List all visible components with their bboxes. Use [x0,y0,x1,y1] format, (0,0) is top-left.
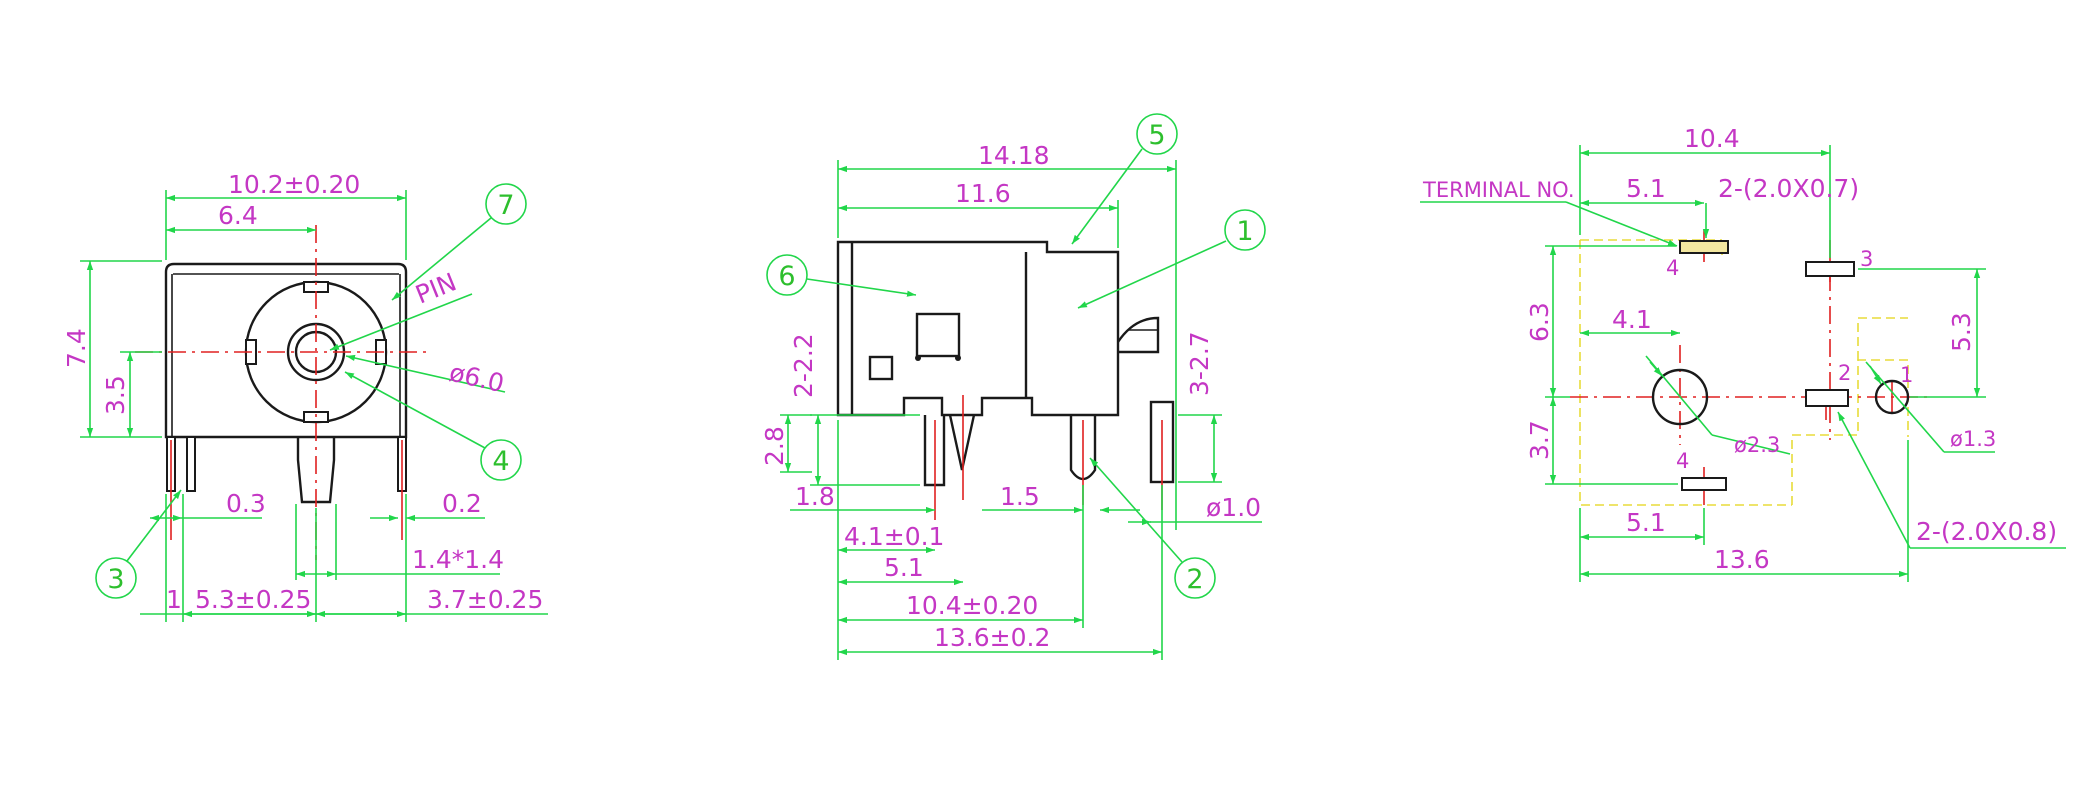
dim-overall-width: 10.2±0.20 [228,170,360,199]
side-housing [836,240,1120,417]
dim-pin-pos-1: 4.1±0.1 [844,522,944,551]
dim-center-height: 3.5 [101,375,130,415]
terminal-no-3: 3 [1860,247,1873,271]
mounting-hole [1651,368,1709,426]
dim-slot-top: 2-(2.0X0.7) [1718,174,1859,203]
dim-top-width: 10.4 [1684,124,1740,153]
dim-pin-section: 1.4*1.4 [412,545,504,574]
dim-hole-offset: 4.1 [1612,305,1652,334]
dim-vertical-right: 5.3 [1947,312,1976,352]
terminal-no-2: 2 [1838,361,1851,385]
pin-label: PIN [411,267,460,309]
balloon-2: 2 [1186,564,1203,595]
dim-center-offset: 6.4 [218,201,258,230]
dim-pin-height-left: 2-2.2 [789,333,818,398]
balloon-1: 1 [1236,216,1253,247]
dim-pin-height-right: 3-2.7 [1185,331,1214,396]
dim-pin-dia: ø1.0 [1206,493,1261,522]
dim-hole-dia: ø2.3 [1734,433,1780,457]
dim-pin-thickness-right: 0.2 [442,489,482,518]
terminal-no-4-top: 4 [1666,256,1679,280]
terminal-no-4-bottom: 4 [1676,449,1689,473]
side-view: 14.18 11.6 2-2.2 2.8 3-2.7 1.8 1.5 ø1.0 [760,113,1266,660]
dim-height: 7.4 [62,328,91,368]
dim-vertical-bottom: 3.7 [1525,420,1554,460]
dim-pin-pos-3: 10.4±0.20 [906,591,1038,620]
balloon-4: 4 [492,446,509,477]
dim-base-length: 13.6±0.2 [934,623,1050,652]
dim-body-length: 11.6 [955,179,1011,208]
dim-bottom-one: 1 [166,585,182,614]
dim-small-hole-dia: ø1.3 [1950,427,1996,451]
terminal-4-bottom [1681,477,1727,491]
dim-bottom-width: 13.6 [1714,545,1770,574]
terminal-4-top [1679,240,1729,254]
front-view: 10.2±0.20 6.4 7.4 3.5 PIN ø6.0 7 4 3 [62,170,548,622]
terminal-1 [1874,379,1910,415]
dim-standoff: 2.8 [760,426,789,466]
dim-bore-dia: ø6.0 [447,358,507,399]
balloon-5: 5 [1148,120,1165,151]
dim-vertical-left: 6.3 [1525,302,1554,342]
balloon-3: 3 [107,564,124,595]
terminal-no-1: 1 [1900,363,1913,387]
dim-total-length: 14.18 [978,141,1050,170]
dim-bottom-offset: 5.1 [1626,508,1666,537]
terminal-3 [1805,261,1855,277]
dim-bottom-right: 3.7±0.25 [427,585,543,614]
dim-front-offset: 1.8 [795,482,835,511]
footprint-view: TERMINAL NO. 10.4 5.1 2-(2.0X0.7) 4 6.3 … [1420,124,2066,582]
balloon-7: 7 [497,190,514,221]
terminal-label: TERMINAL NO. [1422,178,1575,202]
dim-slot-bottom: 2-(2.0X0.8) [1916,517,2057,546]
front-housing [164,262,408,439]
dim-top-offset: 5.1 [1626,174,1666,203]
dim-pin-pitch: 1.5 [1000,482,1040,511]
dim-pin-thickness-left: 0.3 [226,489,266,518]
dim-bottom-left: 5.3±0.25 [195,585,311,614]
balloon-6: 6 [778,261,795,292]
dim-pin-pos-2: 5.1 [884,553,924,582]
terminal-2 [1805,389,1849,407]
